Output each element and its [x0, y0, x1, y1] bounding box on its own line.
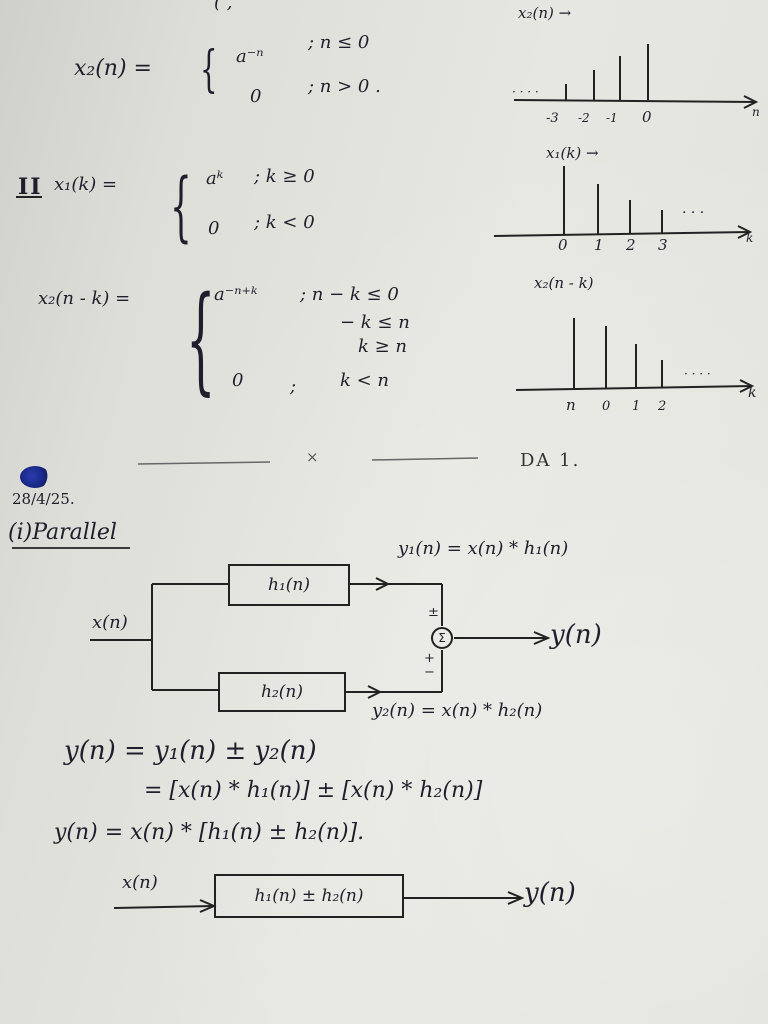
h2-out-arrow: [367, 685, 383, 699]
graph-x1k-tick-1: 1: [594, 236, 604, 254]
graph-x2n-tick-m2: -2: [578, 111, 590, 125]
graph-x2nk-trailing-dots: · · · ·: [684, 367, 711, 381]
graph-x1k-tick-2: 2: [626, 236, 636, 254]
divider-line-left: [137, 461, 271, 465]
graph-x1k-axis-label: k: [746, 231, 754, 245]
final-input-label: x(n): [122, 872, 158, 893]
graph-x1k-tick-0: 0: [558, 236, 568, 254]
graph-x1k-axis: [493, 231, 751, 237]
y2-equation: y₂(n) = x(n) * h₂(n): [372, 700, 543, 721]
graph-x2nk-tick-2: 2: [658, 399, 667, 414]
divider-label: DA 1.: [520, 450, 581, 471]
partial-brace-top: ( ,: [214, 0, 233, 13]
x2-case1-condition: ; n ≤ 0: [308, 32, 370, 53]
graph-x2n-tick-m1: -1: [606, 111, 618, 125]
x2-definition-lhs: x₂(n) =: [74, 56, 152, 81]
graph-x2nk-tick-0: 0: [602, 399, 611, 414]
x2nk-condition-step3: k ≥ n: [358, 336, 408, 357]
graph-x2nk-title: x₂(n - k): [534, 274, 594, 292]
x1-case2-condition: ; k < 0: [254, 212, 315, 233]
h2-block: h₂(n): [218, 672, 346, 712]
x2nk-definition-lhs: x₂(n - k) =: [38, 288, 131, 309]
x2-definition-brace: {: [200, 40, 218, 98]
graph-x2nk-axis: [515, 385, 753, 391]
x2-case2-value: 0: [250, 86, 262, 107]
graph-x2nk-tick-1: 1: [632, 399, 641, 414]
h1-block: h₁(n): [228, 564, 350, 606]
x2nk-case2-condition: k < n: [340, 370, 390, 391]
x1-case2-value: 0: [208, 218, 220, 239]
graph-x2nk-arrowhead: [739, 379, 755, 393]
graph-x2n-axis: [513, 99, 757, 103]
x1-definition-lhs: x₁(k) =: [54, 174, 118, 195]
equation-line-1: y(n) = y₁(n) ± y₂(n): [64, 736, 317, 766]
divider-mark: ×: [306, 448, 319, 466]
graph-x2nk-tick-n: n: [566, 396, 576, 414]
graph-x2nk-axis-label: k: [748, 385, 757, 401]
parallel-diagram-wires: [90, 577, 551, 913]
sum-out-arrow: [533, 631, 551, 645]
equation-line-2: = [x(n) * h₁(n)] ± [x(n) * h₂(n)]: [144, 778, 483, 803]
graph-x1k-arrowhead: [737, 225, 753, 239]
x1-case1-condition: ; k ≥ 0: [254, 166, 315, 187]
graph-x2n-tick-m3: -3: [546, 111, 559, 126]
x1-case1-value: aᵏ: [206, 168, 224, 189]
x1-definition-brace: {: [170, 161, 192, 250]
graph-x2n-leading-dots: · · · ·: [512, 85, 539, 99]
graph-x2nk: [515, 318, 755, 393]
graph-x2n-arrowhead: [743, 95, 759, 109]
x2nk-case2-semicolon: ;: [290, 376, 297, 397]
graph-x1k-title: x₁(k) →: [546, 144, 599, 162]
x2nk-case1-condition: ; n − k ≤ 0: [300, 284, 399, 305]
section-marker-underline: [16, 196, 42, 198]
x2nk-case1-value: a⁻ⁿ⁺ᵏ: [214, 284, 258, 305]
summing-junction: Σ: [431, 627, 453, 649]
y1-equation: y₁(n) = x(n) * h₁(n): [398, 538, 569, 559]
sum-sign-top: ±: [428, 605, 439, 620]
h2-block-label: h₂(n): [261, 682, 303, 702]
divider-line-right: [371, 457, 479, 461]
graph-x2n-tick-0: 0: [642, 108, 652, 126]
x2nk-condition-step2: − k ≤ n: [340, 312, 410, 333]
diagram-input-label: x(n): [92, 612, 128, 633]
ink-scribble: [20, 466, 50, 488]
final-combined-block: h₁(n) ± h₂(n): [214, 874, 404, 918]
x2-case2-condition: ; n > 0 .: [308, 76, 381, 97]
graph-x2n: [513, 44, 759, 109]
final-output-arrow: [507, 891, 525, 905]
sum-sign-bottom: +: [424, 651, 435, 666]
final-block-label: h₁(n) ± h₂(n): [254, 886, 364, 906]
final-output-label: y(n): [524, 878, 576, 908]
x2nk-case2-value: 0: [232, 370, 244, 391]
date-label: 28/4/25.: [12, 490, 75, 508]
final-input-wire: [113, 905, 215, 909]
graph-x2n-title: x₂(n) →: [518, 4, 572, 22]
h1-block-label: h₁(n): [268, 575, 310, 595]
section-marker: II: [18, 174, 43, 200]
graph-x2n-axis-label: n: [752, 105, 760, 119]
parallel-heading: (i)Parallel: [8, 520, 117, 545]
h1-out-arrow: [375, 577, 391, 591]
graph-x1k-trailing-dots: · · ·: [682, 205, 705, 221]
graph-x1k: [493, 166, 753, 239]
x2nk-definition-brace: {: [186, 272, 216, 407]
graph-x1k-tick-3: 3: [658, 236, 668, 254]
diagram-output-label: y(n): [550, 620, 602, 650]
section-divider: [137, 457, 479, 465]
equation-line-3: y(n) = x(n) * [h₁(n) ± h₂(n)].: [54, 820, 365, 845]
x2-case1-value: a⁻ⁿ: [236, 46, 264, 67]
sum-sign-bottom-minus: −: [424, 665, 435, 680]
